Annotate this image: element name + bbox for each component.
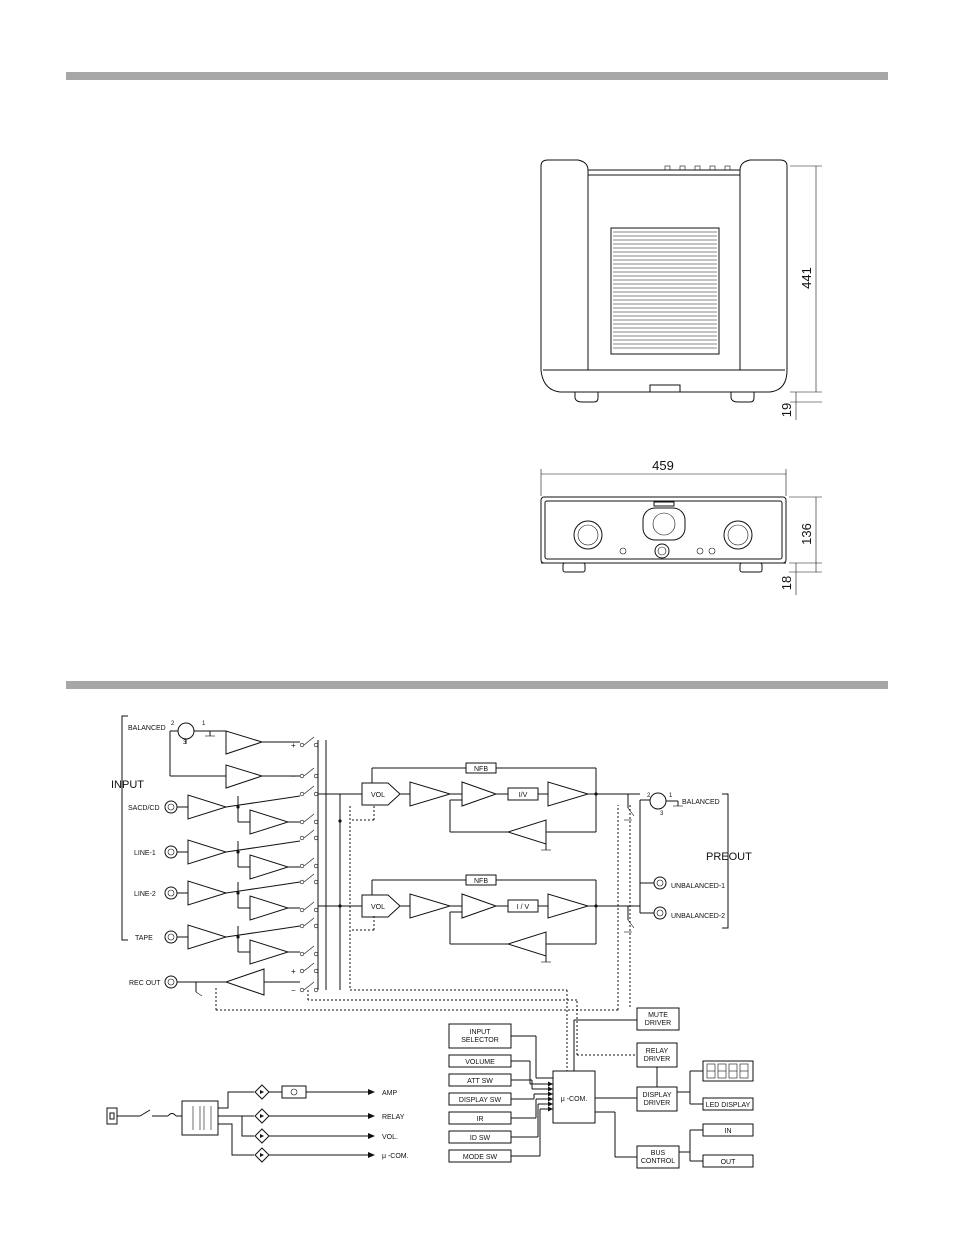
input-label-tape: TAPE [135,935,153,942]
input-label-rec-out: REC OUT [129,980,161,987]
svg-text:1: 1 [202,721,206,727]
control-label-volume: VOLUME [465,1059,495,1066]
psu-output-relay: RELAY [382,1114,405,1121]
svg-text:3: 3 [660,811,664,817]
input-label-line-1: LINE-1 [134,850,156,857]
power-transformer [181,1100,219,1136]
control-label-display-sw: DISPLAY SW [459,1097,502,1104]
top-foot-dimension: 19 [779,403,794,417]
preout-group-label: PREOUT [706,851,752,863]
svg-text:2: 2 [647,793,651,799]
regulator-block [281,1085,307,1099]
nfb-block [465,874,497,886]
control-label-mode-sw: MODE SW [463,1154,498,1161]
vol-label: VOL [371,792,385,799]
nfb-block [465,762,497,774]
selector-switches: + − + − [291,736,362,995]
front-width-dimension: 459 [652,458,674,473]
front-height-dimension: 136 [799,523,814,545]
polarity-plus: + [291,967,296,976]
power-supply-section: AMP RELAY VOL. μ -COM. [106,1084,409,1163]
svg-text:3: 3 [183,740,187,746]
polarity-minus: − [291,986,296,995]
polarity-plus: + [291,741,296,750]
input-section: INPUT BALANCED 2 1 3 [111,715,264,941]
relay-driver-block [636,1042,678,1068]
top-height-dimension: 441 [799,267,814,289]
display-driver-block [636,1086,678,1112]
mute-driver-block [636,1007,680,1031]
svg-text:IN: IN [725,1128,732,1135]
balanced-output-jack [649,792,667,810]
output-label-unbalanced-2: UNBALANCED-2 [671,913,725,920]
iv-label: I / V [517,904,530,911]
svg-text:OUT: OUT [721,1159,737,1166]
input-label-sacd-cd: SACD/CD [128,805,160,812]
input-label-balanced: BALANCED [128,725,166,732]
control-label-att-sw: ATT SW [467,1078,493,1085]
svg-text:1: 1 [669,793,673,799]
svg-text:2: 2 [171,721,175,727]
input-selector-block [448,1023,512,1049]
nfb-label: NFB [474,878,488,885]
vol-label: VOL [371,904,385,911]
vol-block [361,894,401,918]
section-rule-top [66,72,888,80]
input-group-label: INPUT [111,779,144,791]
control-label-id-sw: ID SW [470,1135,491,1142]
iv-label: I/V [519,792,528,799]
polarity-minus: − [291,772,296,781]
input-jack [164,886,178,900]
input-jack [164,845,178,859]
psu-output-vol-: VOL. [382,1134,398,1141]
input-jack [164,930,178,944]
psu-output-amp: AMP [382,1090,398,1097]
output-label-unbalanced-1: UNBALANCED-1 [671,883,725,890]
output-label-balanced: BALANCED [682,799,720,806]
output-section: 2 1 3 BALANCED UNBALANCED-1 UNBALANCED-2… [639,792,752,929]
unbalanced-2-jack [653,906,667,920]
control-label-ir: IR [477,1116,484,1123]
ucom-block [552,1070,596,1124]
channel-processing: VOL I/V NFB VOL I / V NFB [361,762,640,963]
front-view-drawing: 459 136 18 [540,458,822,595]
unbalanced-1-jack [653,876,667,890]
balanced-input-jack [177,722,195,740]
top-view-drawing: 441 19 [540,159,822,420]
input-jack [164,800,178,814]
section-rule-middle [66,681,888,689]
vol-block [361,782,401,806]
front-foot-dimension: 18 [779,576,794,590]
input-label-line-2: LINE-2 [134,891,156,898]
psu-output--com-: μ -COM. [382,1153,409,1160]
rec-out-row: REC OUT [129,968,618,1011]
svg-text:LED DISPLAY: LED DISPLAY [706,1102,751,1109]
rec-out-jack [164,975,178,989]
ucom-label: μ -COM. [561,1096,588,1103]
nfb-label: NFB [474,766,488,773]
